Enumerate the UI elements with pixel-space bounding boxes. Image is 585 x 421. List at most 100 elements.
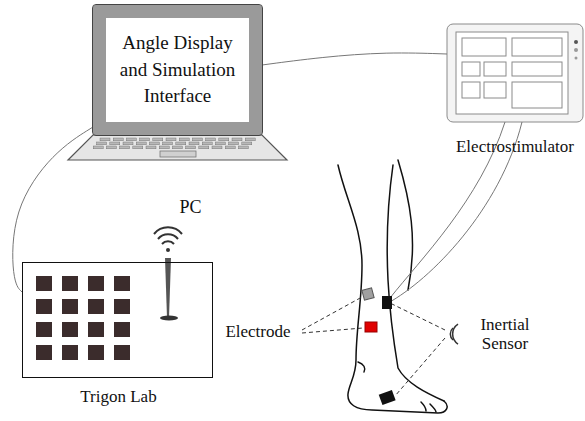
key: [123, 142, 133, 145]
panel-cell: [512, 82, 562, 108]
part-label: Electrode: [216, 323, 300, 342]
sensor-pad: [62, 322, 78, 337]
key: [199, 146, 209, 149]
sensor-pad: [62, 299, 78, 314]
key: [153, 138, 163, 141]
key: [242, 142, 252, 145]
sensor-pad: [114, 276, 130, 291]
key: [229, 142, 239, 145]
wave-arc: [453, 324, 458, 344]
key: [126, 138, 136, 141]
toe-line: [430, 404, 436, 412]
key: [206, 138, 216, 141]
key: [149, 142, 159, 145]
sensor-pad: [114, 322, 130, 337]
leg-drawing: [338, 160, 447, 413]
device-label: Trigon Lab: [0, 388, 274, 407]
electrode: [362, 288, 374, 300]
sensor-pad: [36, 345, 52, 360]
leader-lines: [302, 297, 445, 396]
toe-line: [421, 402, 426, 411]
signal-waves: [450, 324, 458, 344]
sensor-pad: [62, 276, 78, 291]
key: [189, 142, 199, 145]
key: [202, 142, 212, 145]
leader-line: [395, 338, 445, 396]
panel-cell: [484, 82, 506, 98]
sensor-pad: [114, 345, 130, 360]
cable: [262, 53, 447, 65]
key: [192, 138, 202, 141]
button: [574, 48, 578, 52]
key: [163, 142, 173, 145]
device-label: PC: [46, 198, 335, 218]
device-label: Electrostimulator: [387, 138, 585, 157]
sensor-pads: [36, 276, 130, 360]
calf-heel-sole: [338, 165, 447, 413]
key: [172, 146, 182, 149]
sensor-pad: [114, 299, 130, 314]
wifi-arc: [158, 234, 178, 239]
keys: [93, 138, 255, 149]
sensor-pad: [88, 322, 104, 337]
touchpad: [160, 151, 196, 157]
key: [232, 138, 242, 141]
antenna-mast: [165, 258, 171, 318]
key: [212, 146, 222, 149]
back-leg: [398, 160, 413, 290]
key: [106, 146, 116, 149]
key: [176, 142, 186, 145]
key: [110, 142, 120, 145]
sensor-pad: [36, 276, 52, 291]
leader-line: [302, 328, 363, 333]
key: [225, 146, 235, 149]
sensor-pad: [88, 276, 104, 291]
electrostimulator-device: Electrostimulator: [447, 24, 583, 122]
key: [215, 142, 225, 145]
sensor-pad: [88, 299, 104, 314]
key: [136, 142, 146, 145]
tablet-screen: [456, 32, 568, 114]
sensor-pad: [62, 345, 78, 360]
trigon-lab-box: Trigon Lab: [22, 262, 213, 378]
tablet-body: [447, 24, 583, 122]
sensor-label: Inertial Sensor: [461, 316, 549, 353]
laptop-screen: Angle Display and Simulation InterfacePC: [93, 5, 262, 135]
inertial-sensor: [379, 390, 396, 405]
key: [97, 142, 107, 145]
leader-line: [392, 304, 445, 330]
key: [238, 146, 248, 149]
panel-cell: [512, 62, 562, 76]
sensor-pad: [36, 322, 52, 337]
key: [113, 138, 123, 141]
wifi-arc: [162, 241, 174, 244]
key: [159, 146, 169, 149]
sensor-pad: [36, 299, 52, 314]
wifi-symbol: [154, 227, 182, 252]
key: [133, 146, 143, 149]
electrostimulator-panel: [447, 24, 583, 122]
cable: [13, 127, 93, 292]
key: [179, 138, 189, 141]
key: [186, 146, 196, 149]
panel-cell: [462, 82, 480, 98]
leader-line: [302, 297, 362, 330]
wifi-dot: [166, 248, 170, 252]
key: [146, 146, 156, 149]
panel-cell: [462, 62, 480, 76]
panel-cell: [462, 38, 506, 56]
button: [575, 57, 578, 60]
key: [219, 138, 229, 141]
button: [574, 40, 578, 44]
panel-cell: [512, 38, 562, 56]
key: [140, 138, 150, 141]
key: [93, 146, 103, 149]
ankle-line: [358, 362, 365, 372]
key: [100, 138, 110, 141]
inertial-sensor: [382, 296, 392, 309]
key: [120, 146, 130, 149]
sensor-pad: [88, 345, 104, 360]
